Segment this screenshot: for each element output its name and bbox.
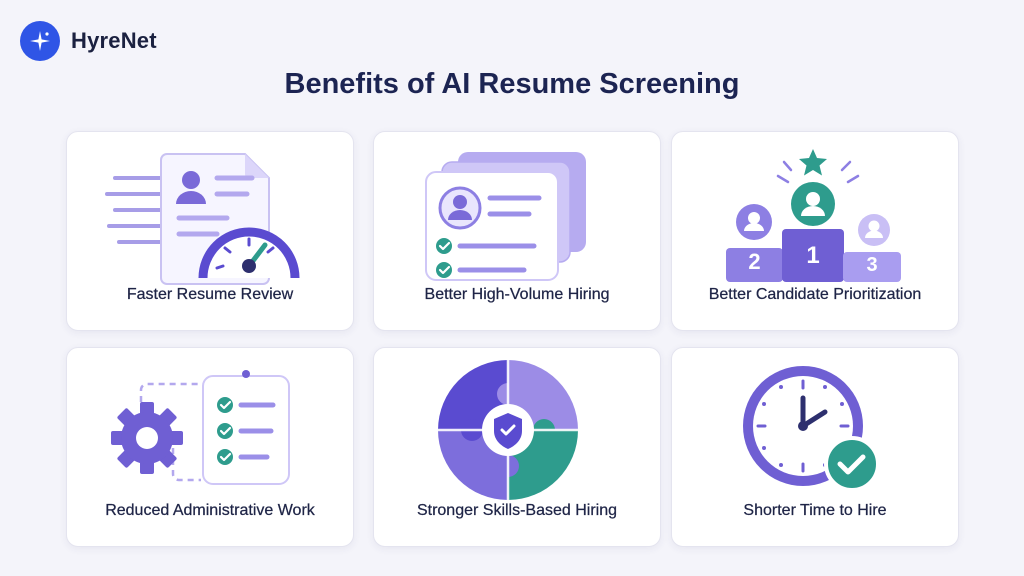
stacked-resumes-icon — [425, 152, 586, 281]
card-label: Stronger Skills-Based Hiring — [416, 502, 618, 519]
card-label: Faster Resume Review — [126, 286, 294, 303]
benefit-card-prioritization: 2 1 3 Better Candidate Prioritization — [671, 131, 959, 331]
benefit-card-faster-review: Faster Resume Review — [66, 131, 354, 331]
puzzle-shield-icon — [438, 360, 578, 500]
benefit-card-admin-work: Reduced Administrative Work — [66, 347, 354, 547]
brand: HyreNet — [20, 21, 157, 61]
brand-name: HyreNet — [71, 28, 157, 53]
resume-speedometer-icon — [105, 153, 300, 285]
benefit-card-high-volume: Better High-Volume Hiring — [373, 131, 661, 331]
card-label: Better High-Volume Hiring — [424, 286, 610, 303]
card-label: Better Candidate Prioritization — [708, 286, 922, 303]
sparkle-star-icon — [20, 21, 60, 61]
card-label: Shorter Time to Hire — [743, 502, 887, 519]
gear-checklist-icon — [111, 370, 290, 485]
clock-check-icon — [743, 366, 880, 492]
podium-rank-2: 2 — [748, 249, 761, 274]
benefit-card-time-to-hire: Shorter Time to Hire — [671, 347, 959, 547]
card-label: Reduced Administrative Work — [105, 502, 315, 519]
podium-ranking-icon — [726, 149, 901, 282]
podium-rank-3: 3 — [866, 254, 878, 276]
podium-rank-1: 1 — [806, 242, 820, 269]
page-title: Benefits of AI Resume Screening — [284, 68, 740, 100]
benefit-card-skills-based: Stronger Skills-Based Hiring — [373, 347, 661, 547]
